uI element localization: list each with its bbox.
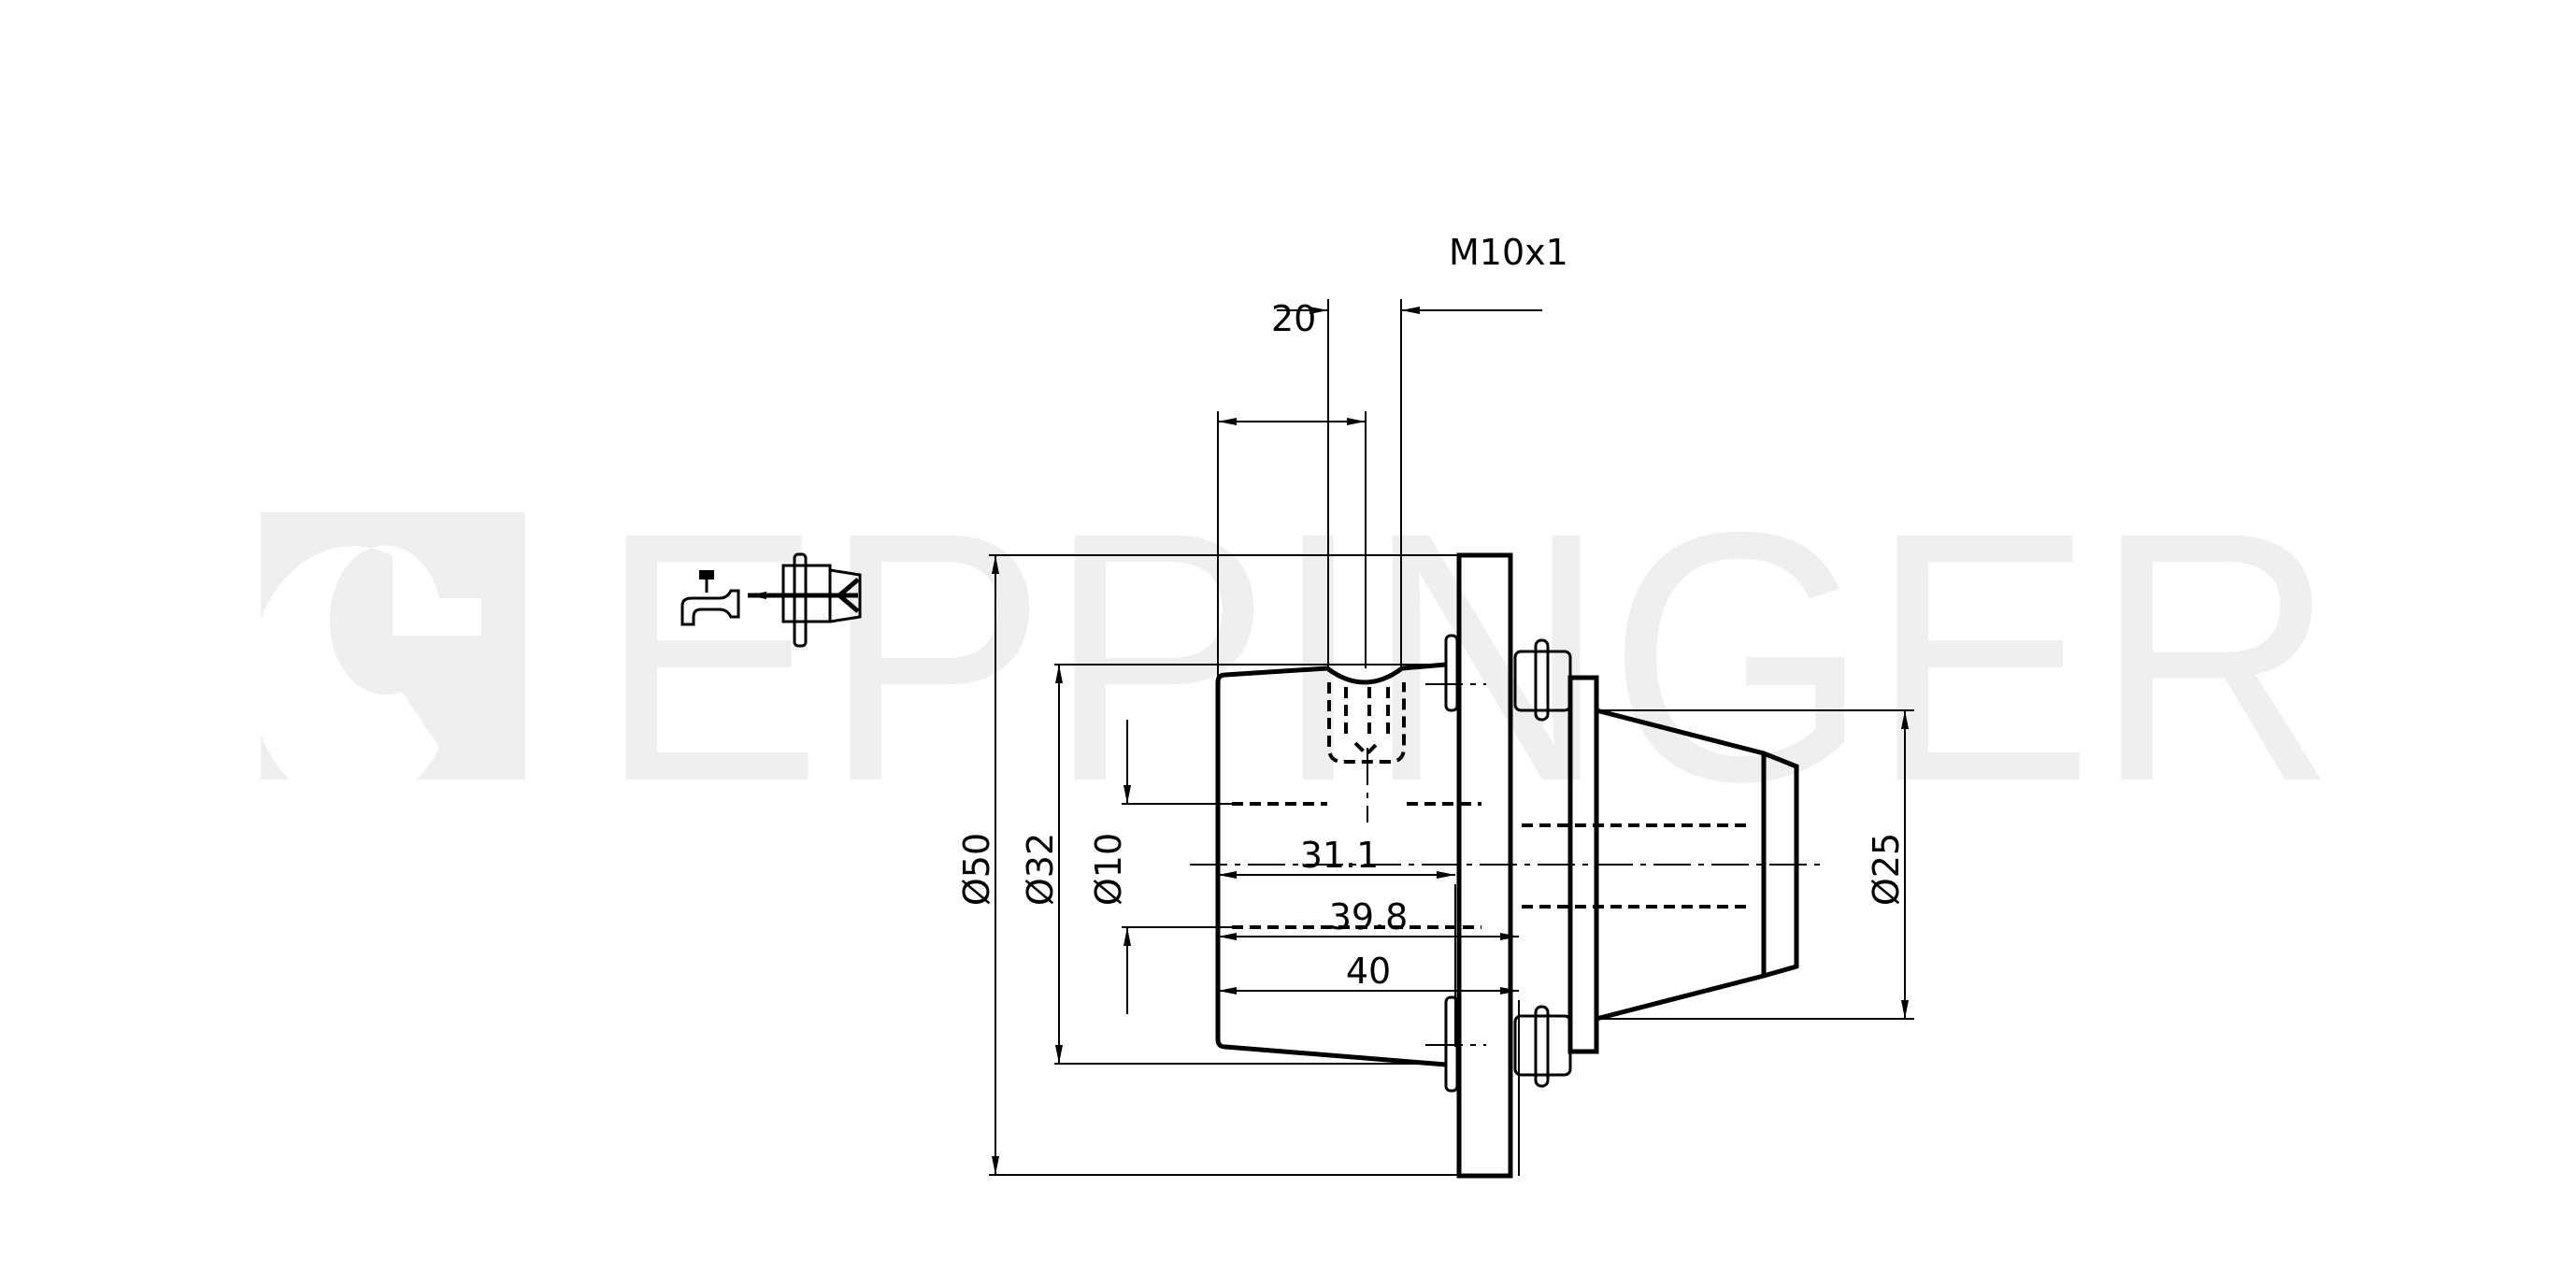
dim-dia25-label: Ø25 <box>1866 833 1907 906</box>
coolant-tap-icon <box>680 570 740 626</box>
dim-dia32-label: Ø32 <box>1020 833 1061 906</box>
tool-holder-body <box>1190 552 1821 1179</box>
watermark-logo: EPPINGER <box>250 458 2337 855</box>
flange-pin-top <box>1444 634 1459 712</box>
dim-40-label: 40 <box>1346 951 1391 992</box>
watermark-e-glyph <box>250 545 481 809</box>
dim-20-label: 20 <box>1271 298 1316 339</box>
dim-dia50-label: Ø50 <box>956 833 997 906</box>
dimension-lines <box>989 299 1914 1176</box>
tool-holder-symbol-icon <box>780 552 862 648</box>
dim-31-1-label: 31.1 <box>1300 835 1380 876</box>
dim-39-8-label: 39.8 <box>1329 896 1409 937</box>
watermark-text: EPPINGER <box>598 458 2337 855</box>
dim-thread-label: M10x1 <box>1449 232 1568 273</box>
dim-dia10-label: Ø10 <box>1088 833 1129 906</box>
cone-shank <box>1596 708 1799 1022</box>
bolt-bottom <box>1513 1014 1572 1077</box>
